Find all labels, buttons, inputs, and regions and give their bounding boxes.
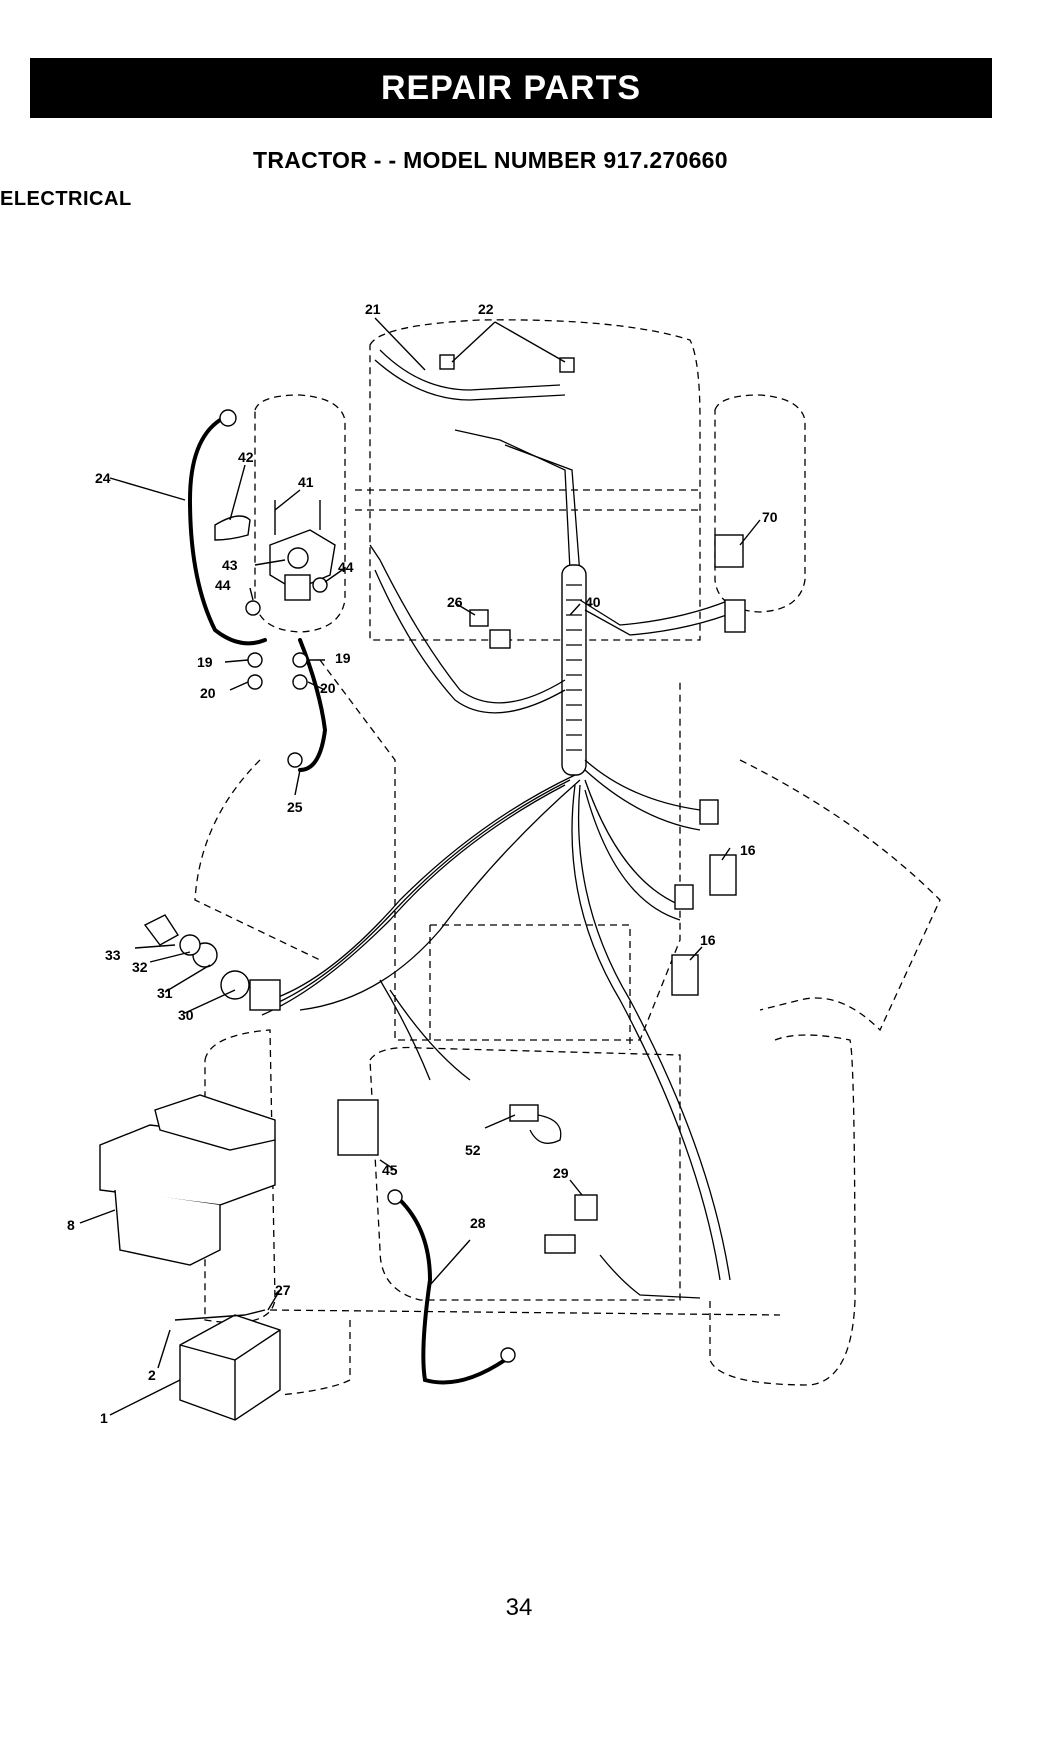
front-right-wheel-outline — [715, 395, 805, 612]
switch-16b — [672, 955, 698, 995]
nut-44a — [246, 601, 260, 615]
cable-28-terminal-b — [501, 1348, 515, 1362]
callout-43: 43 — [222, 557, 238, 573]
callout-20a: 20 — [200, 685, 216, 701]
bolt-2-and-nut-27 — [175, 1310, 265, 1320]
callout-44b: 44 — [338, 559, 354, 575]
harness-to-ignition — [270, 775, 575, 1000]
cable-28-terminal-a — [388, 1190, 402, 1204]
headlight-bulb-22a — [440, 355, 454, 369]
page-number: 34 — [0, 1594, 1038, 1622]
hood-outline — [370, 320, 700, 640]
washer-19b — [293, 653, 307, 667]
harness-to-switch-16b — [585, 780, 680, 905]
callout-2: 2 — [148, 1367, 156, 1383]
callout-32: 32 — [132, 959, 148, 975]
switch-16a — [710, 855, 736, 895]
frame-outline — [320, 660, 680, 1040]
headlight-wires — [380, 350, 560, 390]
callout-22: 22 — [478, 301, 494, 317]
key-33 — [145, 915, 178, 945]
module-45 — [338, 1100, 378, 1155]
nut-20b — [293, 675, 307, 689]
callout-31: 31 — [157, 985, 173, 1001]
callout-40: 40 — [585, 594, 601, 610]
callout-41: 41 — [298, 474, 314, 490]
callout-27: 27 — [275, 1282, 291, 1298]
harness-loom-40 — [562, 565, 586, 775]
nut-44b — [313, 578, 327, 592]
washer-19a — [248, 653, 262, 667]
connector-16a — [700, 800, 718, 824]
fuse-26 — [470, 610, 488, 626]
switch-29 — [575, 1195, 597, 1220]
callout-28: 28 — [470, 1215, 486, 1231]
callout-33: 33 — [105, 947, 121, 963]
callout-21: 21 — [365, 301, 381, 317]
callout-25: 25 — [287, 799, 303, 815]
switch-52 — [510, 1105, 538, 1121]
callout-16b: 16 — [700, 932, 716, 948]
callout-26: 26 — [447, 594, 463, 610]
battery-box-8 — [100, 1095, 275, 1265]
front-axle-outline — [355, 490, 700, 510]
connector-70b — [725, 600, 745, 632]
callout-42: 42 — [238, 449, 254, 465]
callout-52: 52 — [465, 1142, 481, 1158]
callout-16a: 16 — [740, 842, 756, 858]
ignition-switch-30 — [221, 971, 280, 1010]
rear-deck-outline — [370, 1048, 680, 1301]
cable-25-terminal — [288, 753, 302, 767]
connector-70 — [715, 535, 743, 567]
harness-front-branch — [455, 430, 570, 570]
callout-20b: 20 — [320, 680, 336, 696]
cable-24-terminal — [220, 410, 236, 426]
connector-29 — [545, 1235, 575, 1253]
nut-20a — [248, 675, 262, 689]
callout-70: 70 — [762, 509, 778, 525]
callout-1: 1 — [100, 1410, 108, 1426]
fuse-holder-26 — [490, 630, 510, 648]
harness-to-solenoid — [370, 545, 565, 703]
battery-1 — [180, 1315, 280, 1420]
callout-8: 8 — [67, 1217, 75, 1233]
callout-30: 30 — [178, 1007, 194, 1023]
callout-19a: 19 — [197, 654, 213, 670]
seat-support-outline — [430, 925, 630, 1050]
harness-to-seat — [380, 980, 470, 1080]
rear-frame-outline — [270, 1310, 780, 1395]
callout-19b: 19 — [335, 650, 351, 666]
callout-44a: 44 — [215, 577, 231, 593]
callout-45: 45 — [382, 1162, 398, 1178]
cable-28 — [400, 1200, 505, 1383]
callout-29: 29 — [553, 1165, 569, 1181]
connector-16b — [675, 885, 693, 909]
coiled-cord — [600, 1255, 700, 1298]
callout-24: 24 — [95, 470, 111, 486]
rear-right-wheel-outline — [710, 1035, 855, 1385]
terminal-cover-42 — [215, 516, 250, 540]
